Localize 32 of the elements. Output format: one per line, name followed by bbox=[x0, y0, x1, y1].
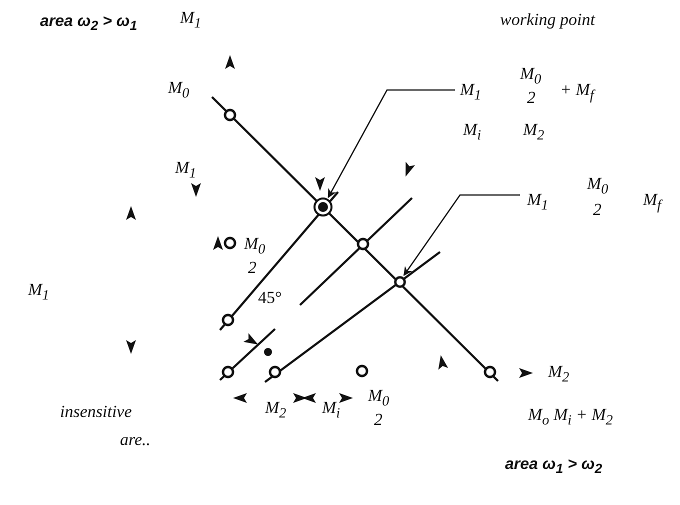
annotation-label: are.. bbox=[120, 430, 151, 450]
fraction-numerator: M$_{0}$ bbox=[520, 64, 542, 90]
working-point-marker bbox=[313, 197, 333, 217]
symbol-label: M$_{2}$ bbox=[265, 398, 286, 424]
fraction-denominator: 2 bbox=[593, 200, 602, 220]
fraction-numerator: M$_{0}$ bbox=[244, 234, 266, 260]
intersection-point-marker bbox=[394, 275, 406, 287]
angle-label: 45° bbox=[258, 288, 282, 308]
area-label: area ω$_{2}$ > ω$_{1}$ bbox=[40, 12, 138, 36]
leader-line bbox=[403, 194, 520, 276]
symbol-label: M$_{1}$ bbox=[175, 158, 196, 184]
symbol-label: M$_{1}$ bbox=[180, 8, 202, 34]
symbol-label: M$_{2}$ bbox=[548, 362, 570, 388]
symbol-label: M$_{1}$ bbox=[28, 280, 50, 306]
fraction-numerator: M$_{0}$ bbox=[368, 386, 390, 412]
area-label: area ω$_{1}$ > ω$_{2}$ bbox=[505, 455, 602, 478]
fraction-numerator: M$_{0}$ bbox=[587, 174, 608, 200]
symbol-label: M$_{i}$ bbox=[322, 398, 340, 424]
symbol-label: M$_{f}$ bbox=[643, 190, 662, 216]
symbol-label: M$_{2}$ bbox=[523, 120, 544, 146]
fraction-denominator: 2 bbox=[248, 258, 256, 278]
symbol-label: M$_{i}$ bbox=[463, 120, 482, 146]
fraction-denominator: 2 bbox=[527, 88, 536, 108]
annotation-label: working point bbox=[500, 10, 595, 30]
symbol-label: M$_{1}$ bbox=[527, 190, 548, 216]
symbol-label: + M$_{f}$ bbox=[560, 80, 594, 106]
fraction-denominator: 2 bbox=[374, 410, 382, 430]
leader-line bbox=[328, 89, 455, 198]
annotation-label: insensitive bbox=[60, 402, 132, 422]
symbol-label: M$_{0}$ bbox=[168, 78, 190, 104]
formula-label: M$_{o}$ M$_{i}$ + M$_{2}$ bbox=[528, 405, 613, 430]
symbol-label: M$_{1}$ bbox=[460, 80, 482, 106]
